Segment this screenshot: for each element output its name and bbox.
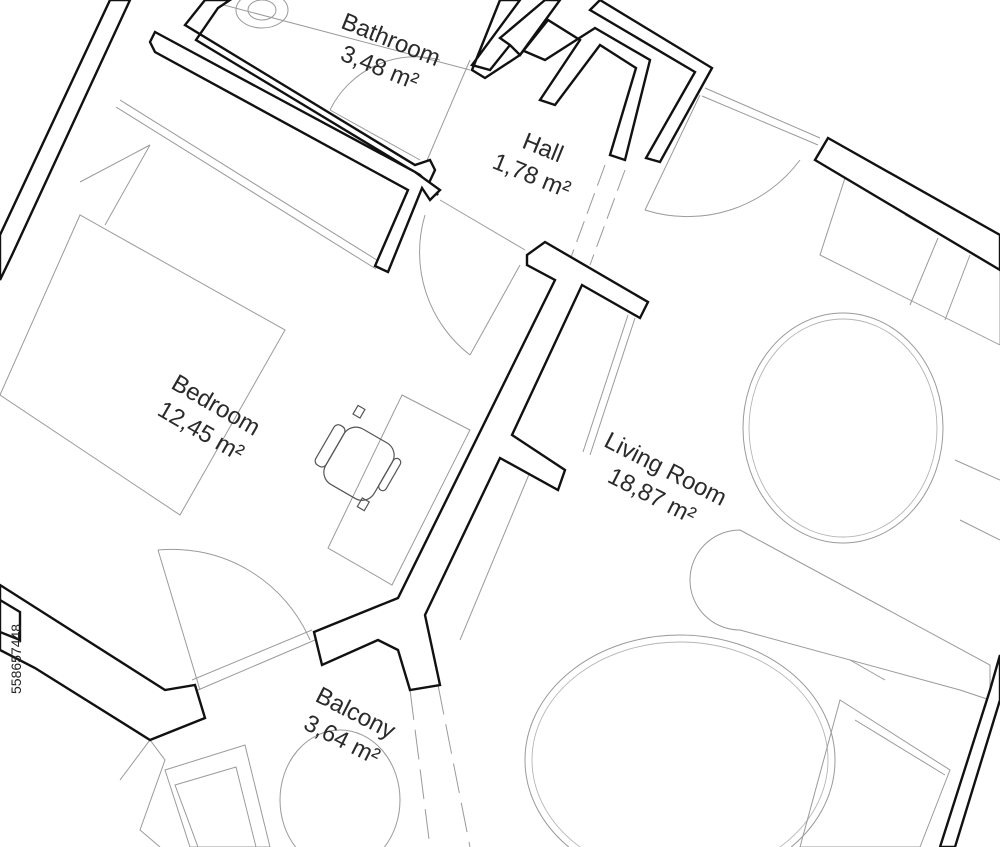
room-label-hall: Hall 1,78 m² xyxy=(489,128,575,204)
door-swings xyxy=(157,56,801,691)
room-label-balcony: Balcony 3,64 m² xyxy=(299,682,399,771)
room-label-bedroom: Bedroom 12,45 m² xyxy=(153,369,265,466)
desk-chair xyxy=(314,404,402,512)
room-label-bathroom: Bathroom 3,48 m² xyxy=(337,8,444,96)
stock-id: 558657448 xyxy=(8,623,24,695)
room-label-living-room: Living Room 18,87 m² xyxy=(600,427,731,530)
